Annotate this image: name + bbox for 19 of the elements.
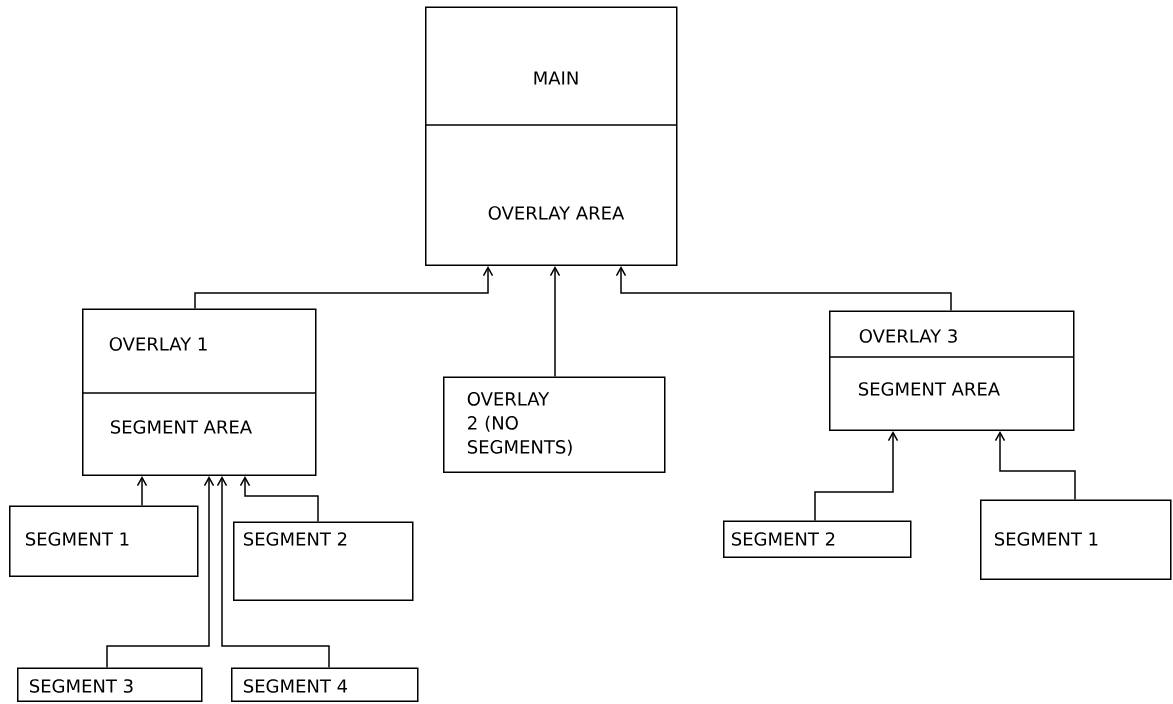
memory-box: SEGMENT 2 [723, 520, 912, 558]
memory-box: SEGMENT 2 [233, 521, 414, 601]
arrow [106, 476, 215, 669]
memory-box: MAIN OVERLAY AREA [424, 6, 678, 266]
arrow [216, 476, 330, 669]
arrow [194, 266, 494, 310]
memory-box: SEGMENT 1 [980, 499, 1172, 580]
memory-box: OVERLAY 1 SEGMENT AREA [81, 308, 317, 476]
arrow [239, 476, 319, 523]
arrow [615, 266, 952, 312]
memory-box: OVERLAY 2 (NO SEGMENTS) [443, 376, 666, 473]
memory-box: SEGMENT 4 [231, 667, 419, 702]
memory-box: SEGMENT 1 [9, 505, 199, 577]
arrow [136, 476, 148, 507]
memory-box: OVERLAY 3 SEGMENT AREA [828, 310, 1075, 431]
arrow [814, 431, 899, 522]
arrow [549, 266, 561, 378]
memory-box: SEGMENT 3 [17, 667, 203, 702]
arrow [994, 431, 1076, 501]
